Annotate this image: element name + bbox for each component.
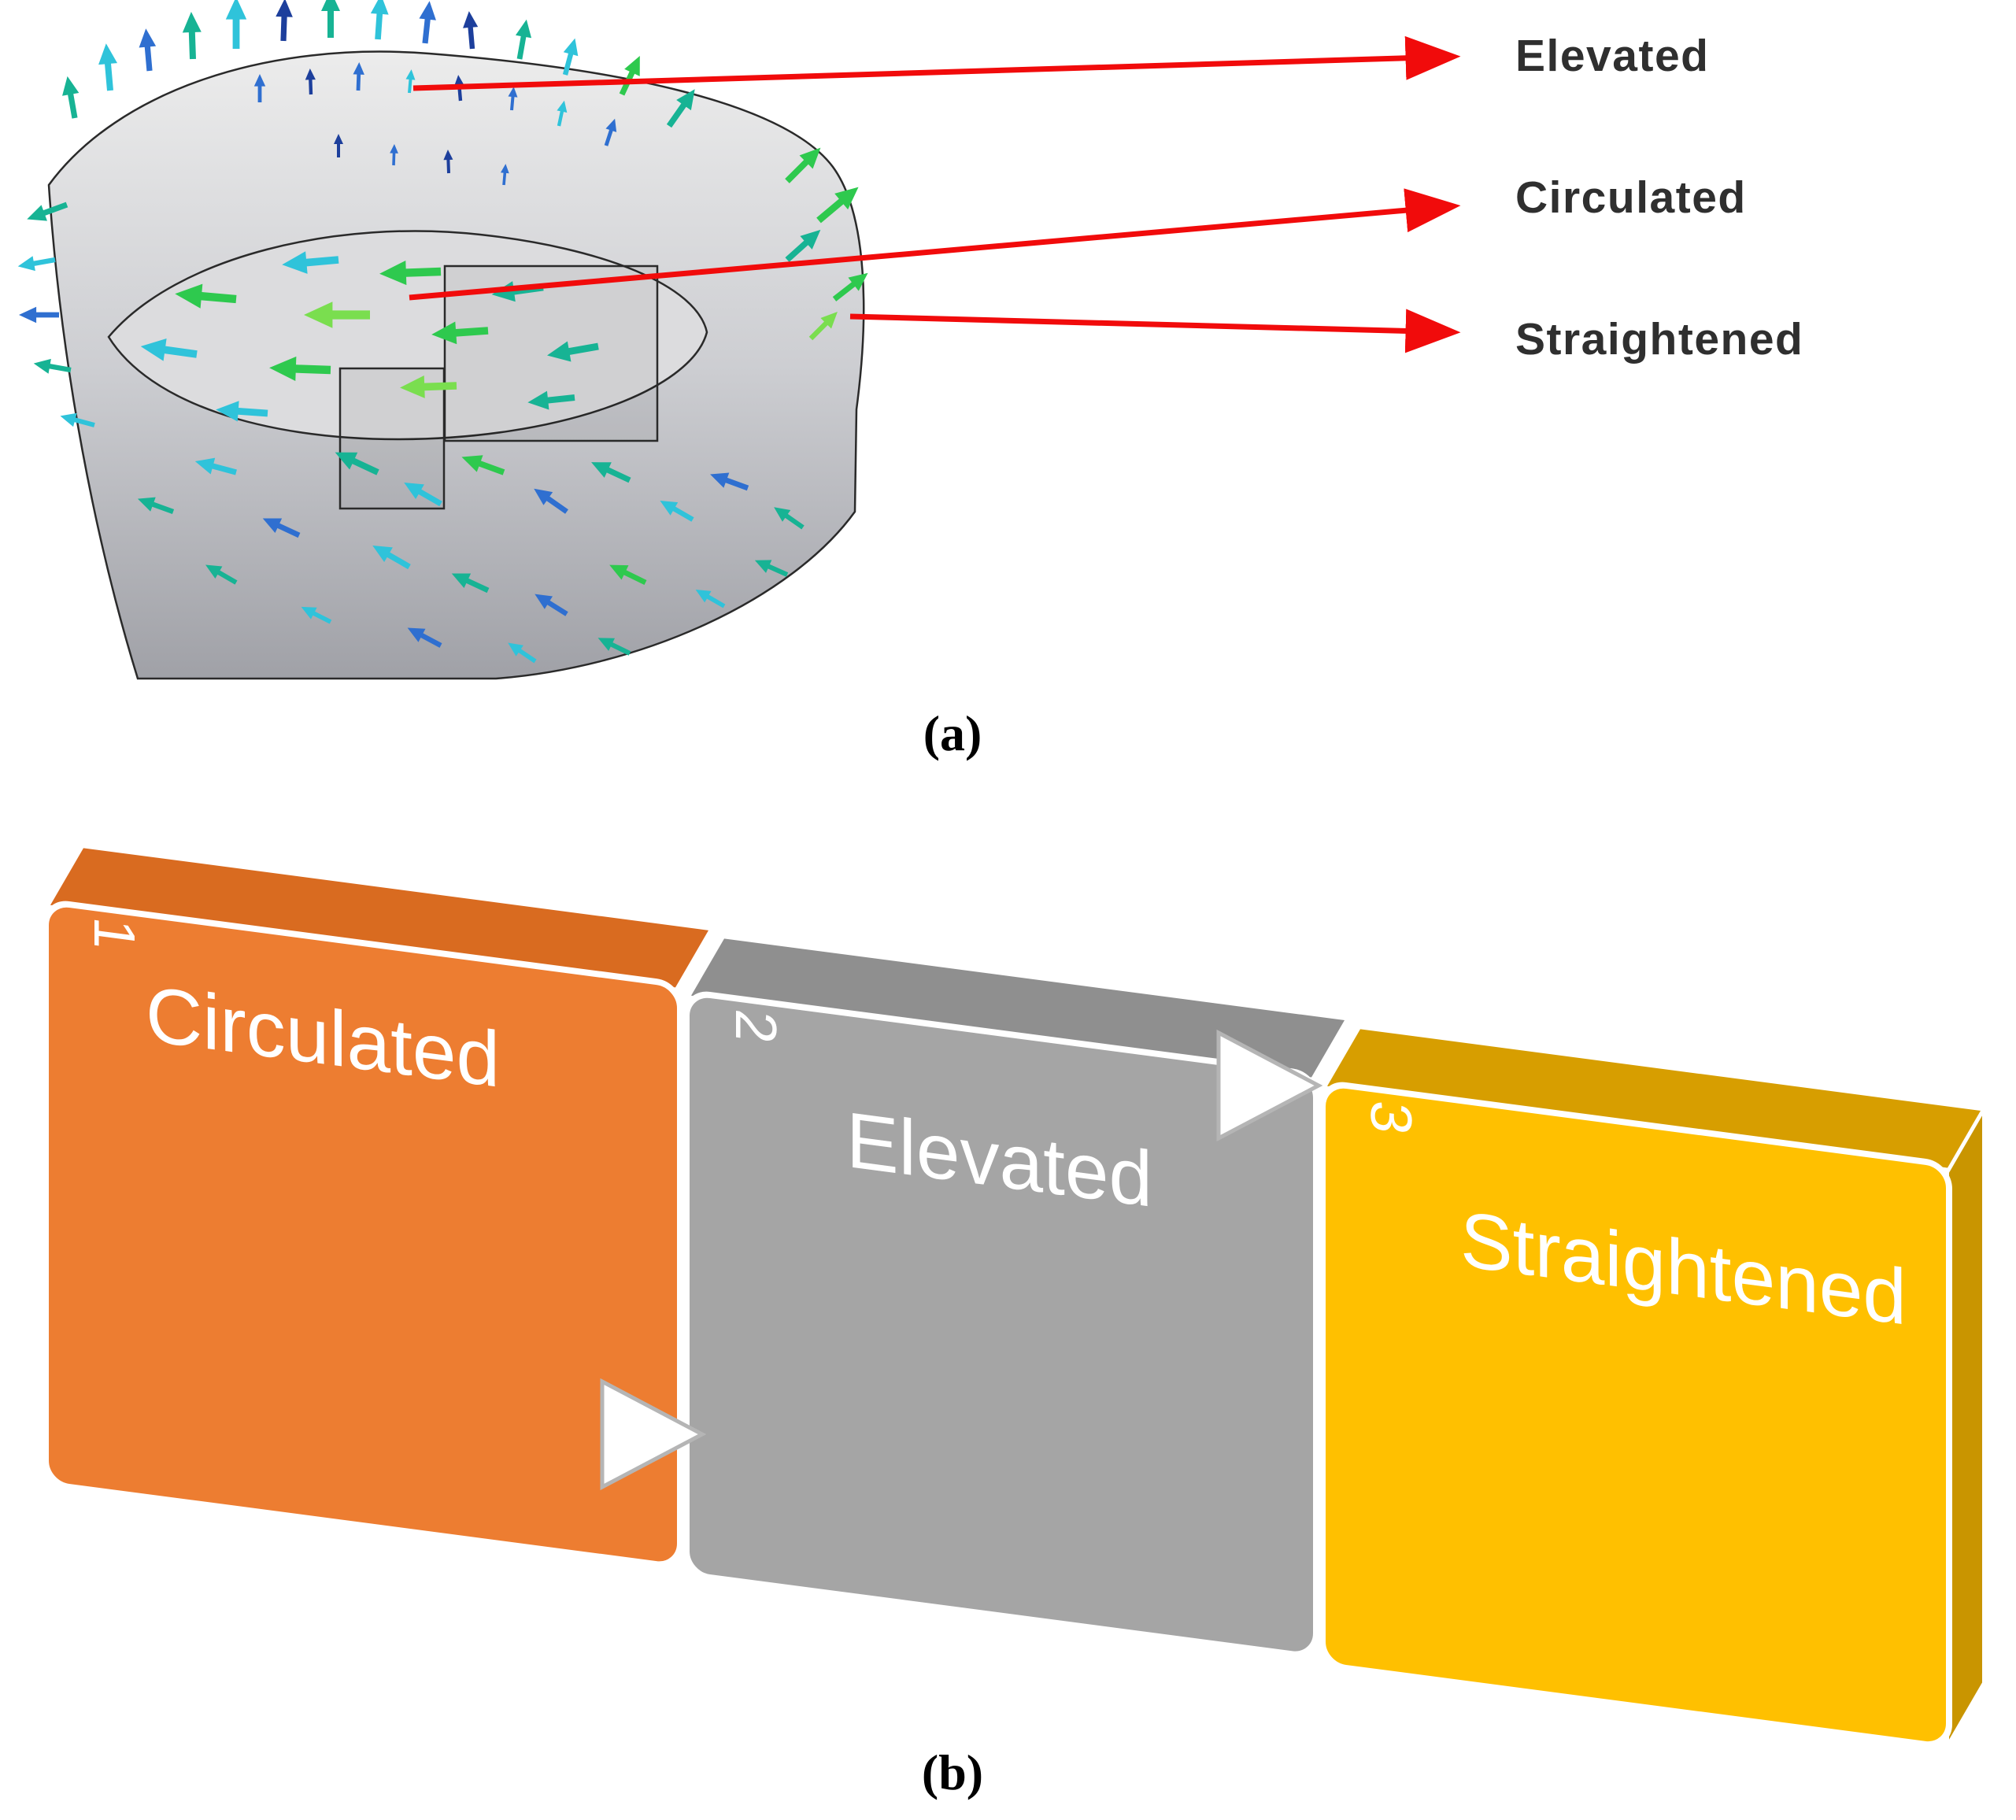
impeller-body (47, 50, 865, 680)
annotation-label-circulated: Circulated (1515, 172, 1747, 223)
step-box-top-face (1327, 1029, 1981, 1168)
process-arrow-icon (600, 1378, 707, 1491)
red-annotation-arrow-straightened (849, 309, 1461, 353)
annotation-label-elevated: Elevated (1515, 31, 1710, 81)
step-box-front-face (683, 991, 1319, 1658)
process-arrow-icon (1216, 1029, 1323, 1142)
step-box-top-face (50, 848, 708, 988)
step-box-circulated: 1 Circulated (43, 848, 708, 1568)
step-notch (338, 367, 446, 510)
red-annotation-arrow-elevated (412, 35, 1461, 91)
step-box-side-face (1949, 1115, 1982, 1740)
step-box-straightened: 3 Straightened (1319, 1029, 1982, 1748)
red-annotation-arrow-circulated (409, 188, 1461, 301)
step-box-front-face (1319, 1082, 1952, 1748)
caption-panel-b: (b) (921, 1744, 984, 1800)
step-box-front-face (43, 901, 683, 1568)
process-flow-diagram: 1 Circulated 2 Elevated 3 Straightened (43, 848, 1982, 1748)
caption-panel-a: (a) (923, 705, 982, 761)
step-box-elevated: 2 Elevated (683, 938, 1345, 1658)
step-box-top-face (691, 938, 1345, 1078)
annotation-label-straightened: Straightened (1515, 314, 1804, 364)
cfd-vector-field-image (17, 0, 1461, 680)
